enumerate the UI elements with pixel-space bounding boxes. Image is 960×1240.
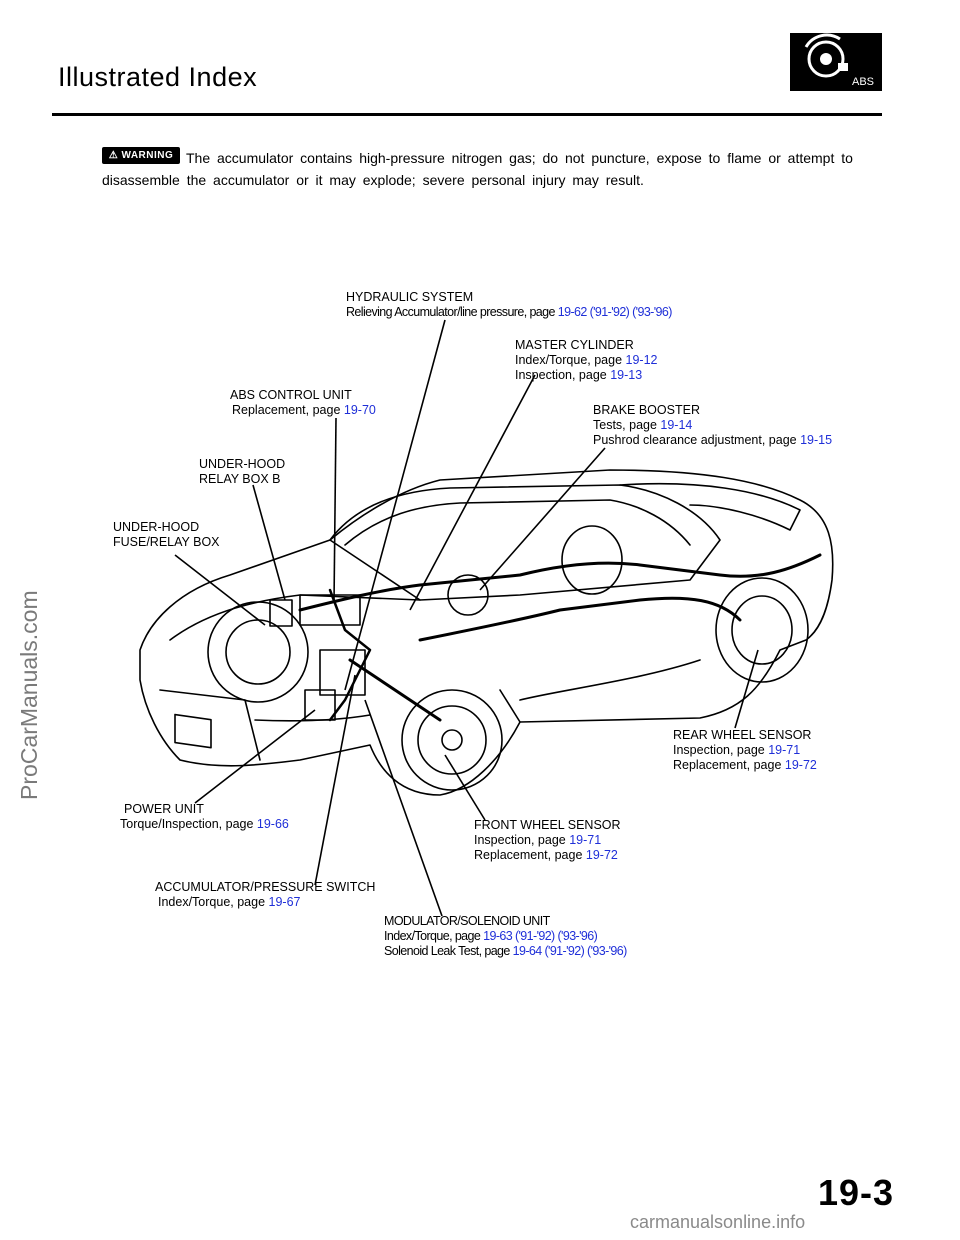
label-relay-box-b: UNDER-HOOD RELAY BOX B [199, 457, 286, 486]
warning-badge-label: WARNING [121, 150, 174, 161]
relay-box-shape [269, 599, 293, 627]
label-fuse-relay-box: UNDER-HOOD FUSE/RELAY BOX [113, 520, 220, 549]
link-master-index[interactable]: 19-12 [625, 353, 658, 367]
link-modulator-index[interactable]: 19-63 ('91-'92) ('93-'96) [483, 929, 598, 943]
front-left-wheel [207, 601, 309, 703]
link-power-unit-torque[interactable]: 19-66 [256, 817, 289, 831]
title-divider [52, 113, 882, 116]
label-master-cylinder: MASTER CYLINDER Index/Torque, page 19-12… [515, 338, 658, 382]
label-hydraulic-system: HYDRAULIC SYSTEM Relieving Accumulator/l… [346, 290, 673, 319]
page-number: 19-3 [818, 1172, 895, 1213]
rear-left-wheel [561, 525, 623, 595]
label-modulator-unit: MODULATOR/SOLENOID UNIT Index/Torque, pa… [384, 914, 628, 958]
leader-abs-control [333, 417, 337, 604]
label-brake-booster: BRAKE BOOSTER Tests, page 19-14 Pushrod … [593, 403, 833, 447]
brake-line-main [298, 553, 822, 612]
modulator-unit-shape [319, 649, 366, 696]
abs-section-badge: ABS [790, 33, 882, 91]
power-unit-shape [304, 689, 336, 721]
warning-text: The accumulator contains high-pressure n… [102, 150, 853, 188]
label-accumulator-switch: ACCUMULATOR/PRESSURE SWITCH Index/Torque… [155, 880, 376, 909]
footer-watermark: carmanualsonline.info [630, 1212, 806, 1232]
car-windshield [344, 499, 691, 546]
label-rear-wheel-sensor: REAR WHEEL SENSOR Inspection, page 19-71… [673, 728, 817, 772]
link-rear-sensor-replacement[interactable]: 19-72 [784, 758, 817, 772]
brake-booster-shape [447, 574, 489, 616]
label-front-wheel-sensor: FRONT WHEEL SENSOR Inspection, page 19-7… [474, 818, 621, 862]
link-accumulator-index[interactable]: 19-67 [268, 895, 301, 909]
page-title: Illustrated Index [58, 62, 258, 92]
link-hydraulic-page[interactable]: 19-62 ('91-'92) ('93-'96) [557, 305, 673, 319]
leader-relay-b [252, 484, 286, 601]
link-abs-control-replacement[interactable]: 19-70 [343, 403, 376, 417]
abs-badge-label: ABS [852, 76, 874, 88]
leader-master-cylinder [409, 374, 536, 611]
link-booster-tests[interactable]: 19-14 [660, 418, 693, 432]
leader-modulator [364, 699, 443, 917]
leader-booster [479, 447, 606, 591]
car-side-line [519, 659, 701, 701]
link-front-sensor-replacement[interactable]: 19-72 [585, 848, 618, 862]
brake-disc-icon: ABS [804, 33, 874, 88]
link-booster-pushrod[interactable]: 19-15 [800, 433, 833, 447]
link-rear-sensor-inspection[interactable]: 19-71 [768, 743, 801, 757]
label-abs-control-unit: ABS CONTROL UNIT Replacement, page 19-70 [230, 388, 376, 417]
leader-rear-sensor [734, 649, 759, 729]
brake-line-secondary [418, 596, 742, 642]
leader-power-unit [194, 709, 316, 804]
car-plate [174, 713, 212, 749]
warning-badge: ⚠ WARNING [102, 147, 180, 164]
abs-control-unit-shape [299, 594, 361, 626]
car-rear-deck [619, 482, 801, 531]
leader-accumulator [314, 674, 356, 886]
car-roof [329, 484, 721, 601]
leader-hydraulic [344, 319, 446, 691]
leader-front-sensor [444, 754, 486, 821]
front-right-wheel [401, 689, 503, 791]
label-power-unit: POWER UNIT Torque/Inspection, page 19-66 [120, 802, 289, 831]
link-front-sensor-inspection[interactable]: 19-71 [569, 833, 602, 847]
link-modulator-leak-test[interactable]: 19-64 ('91-'92) ('93-'96) [512, 944, 628, 958]
rear-wheel [715, 577, 809, 683]
leader-fuse-box [174, 554, 266, 626]
link-master-inspection[interactable]: 19-13 [610, 368, 643, 382]
car-body-outline [139, 469, 834, 796]
